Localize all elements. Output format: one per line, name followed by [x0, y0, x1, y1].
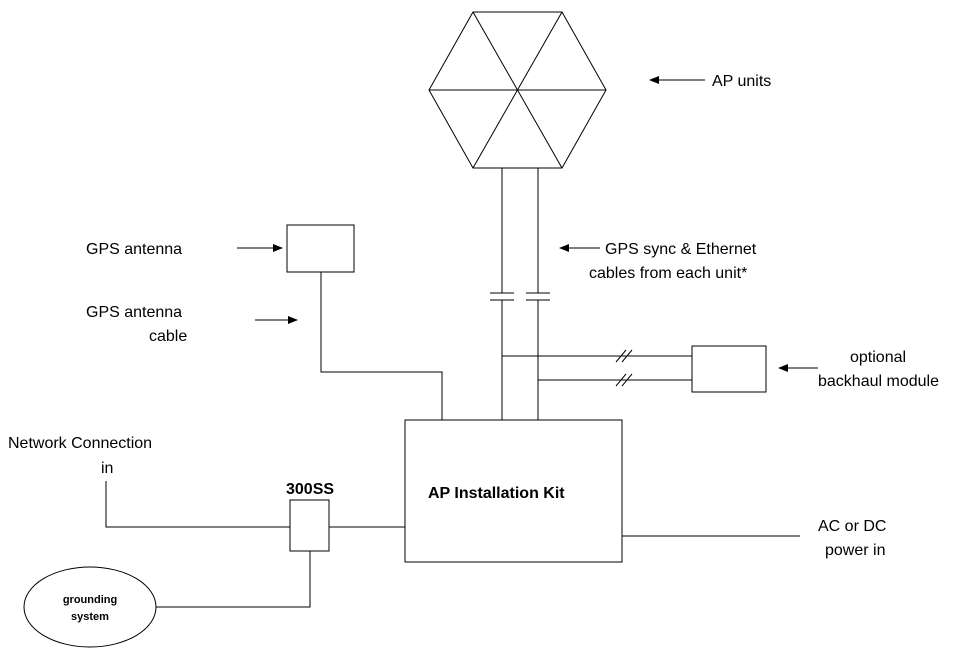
- surge-suppressor-label: 300SS: [286, 481, 334, 498]
- backhaul-label-line2: backhaul module: [818, 373, 939, 390]
- network-label-line2: in: [101, 460, 113, 477]
- ap-units-label: AP units: [712, 73, 771, 90]
- power-label-line1: AC or DC: [818, 518, 886, 535]
- grounding-label-line2: system: [71, 611, 109, 623]
- gps-antenna-box: [286, 224, 355, 273]
- surge-suppressor-box: [289, 499, 330, 552]
- power-label-line2: power in: [825, 542, 885, 559]
- grounding-cable: [156, 551, 311, 608]
- backhaul-cables: [502, 349, 692, 387]
- gps-sync-label-line2: cables from each unit*: [589, 265, 747, 282]
- gps-antenna-cable-label-line2: cable: [149, 328, 187, 345]
- grounding-label-line1: grounding: [63, 594, 117, 606]
- backhaul-module-box: [691, 345, 767, 393]
- gps-antenna-cable: [320, 272, 443, 420]
- backhaul-label-line1: optional: [850, 349, 906, 366]
- ap-installation-kit-label: AP Installation Kit: [428, 485, 565, 502]
- gps-sync-label-line1: GPS sync & Ethernet: [605, 241, 757, 258]
- gps-antenna-cable-label-line1: GPS antenna: [86, 304, 182, 321]
- network-label-line1: Network Connection: [8, 435, 152, 452]
- grounding-system-ellipse: [23, 566, 157, 648]
- gps-sync-ethernet-cables: [490, 168, 550, 420]
- gps-antenna-label: GPS antenna: [86, 241, 182, 258]
- ap-installation-kit-box: [404, 419, 623, 563]
- ap-units-hexagon: [428, 11, 607, 169]
- network-cable: [105, 481, 290, 528]
